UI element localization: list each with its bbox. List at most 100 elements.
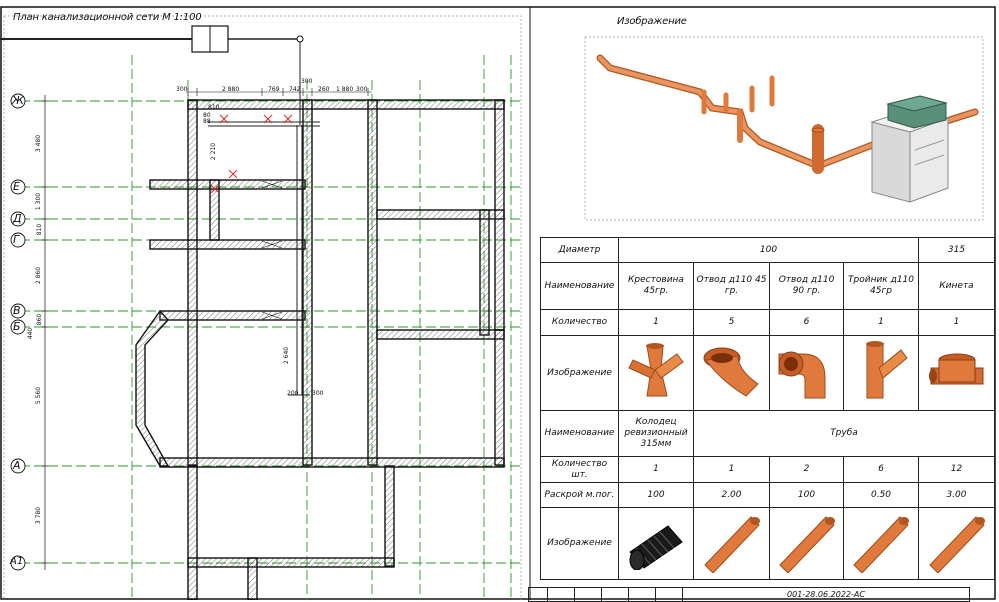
sheet-frame: [0, 6, 996, 600]
corrugated-pipe-icon: [629, 524, 683, 570]
elbow-45-icon: [703, 347, 759, 397]
top-dim: 2 880: [222, 86, 240, 93]
well-name: Колодец ревизионный 315мм: [618, 410, 694, 457]
tee-fitting-cell: [843, 335, 919, 411]
top-dim: 769: [268, 86, 280, 93]
row-dim: 3 780: [35, 506, 43, 525]
fitting-qty: 5: [693, 309, 770, 336]
fitting-name: Отвод д110 45 гр.: [693, 262, 770, 310]
top-dim: 260: [318, 86, 330, 93]
lower-qty: 12: [918, 456, 995, 483]
inner-dim: 2 210: [210, 142, 218, 161]
name-label-2: Наименование: [540, 410, 619, 457]
stamp-cell: [655, 587, 683, 602]
document-code: 001-28.06.2022-АС: [682, 587, 970, 602]
row-dim: 440: [27, 327, 35, 340]
lower-qty: 2: [769, 456, 844, 483]
corrugated-pipe-cell: [618, 507, 694, 580]
pipe-cell: [693, 507, 770, 580]
cross-fitting-cell: [618, 335, 694, 411]
lower-cut: 0.50: [843, 482, 919, 508]
image-label-2: Изображение: [540, 507, 619, 580]
axis-bubbles: [10, 93, 26, 571]
diameter-label: Диаметр: [540, 237, 619, 263]
pipe-name: Труба: [693, 410, 995, 457]
axis-label-a1: А1: [10, 556, 24, 567]
top-dim: 1 880: [336, 86, 354, 93]
top-dim: 300: [301, 78, 313, 85]
lower-qty: 1: [618, 456, 694, 483]
inner-dim: 300: [312, 390, 324, 397]
fitting-name: Крестовина 45гр.: [618, 262, 694, 310]
pipe-icon: [703, 515, 760, 574]
row-dim: 3 480: [35, 134, 43, 153]
fitting-qty: 1: [918, 309, 995, 336]
plan-viewport-frame: [3, 15, 522, 600]
diameter-value-315: 315: [918, 237, 995, 263]
fitting-qty: 1: [843, 309, 919, 336]
stamp-cell: [528, 587, 548, 602]
image-label: Изображение: [540, 335, 619, 411]
row-dim: 1 300: [35, 192, 43, 211]
lower-qty: 1: [693, 456, 770, 483]
inner-dim: 80: [203, 112, 211, 119]
stamp-cell: [574, 587, 602, 602]
row-dim: 810: [36, 223, 44, 236]
row-dim: 5 560: [35, 386, 43, 405]
pipe-3d-render: [596, 54, 979, 174]
kineta-icon: [928, 353, 983, 385]
axis-label-v: В: [13, 304, 21, 317]
lower-cut: 100: [618, 482, 694, 508]
title-block: 001-28.06.2022-АС: [528, 587, 970, 602]
pipe-icon: [853, 515, 909, 574]
pipe-cell: [769, 507, 844, 580]
elbow-90-icon: [778, 351, 825, 399]
tee-fitting-icon: [866, 341, 908, 399]
axis-label-a: А: [13, 459, 21, 472]
axis-label-zh: Ж: [12, 94, 24, 107]
building-walls: [135, 99, 505, 600]
qty-label: Количество: [540, 309, 619, 336]
top-dim: 742: [289, 86, 301, 93]
top-dim: 300: [176, 86, 188, 93]
pipe-icon: [928, 515, 985, 574]
stamp-cell: [601, 587, 629, 602]
axis-label-e: Е: [13, 180, 20, 193]
inner-dim: 2 640: [283, 346, 291, 365]
septic-tank-3d: [870, 95, 950, 203]
lower-cut: 3.00: [918, 482, 995, 508]
inner-dim: 200: [287, 390, 299, 397]
inner-dim: 88: [203, 118, 211, 125]
pipe-cell: [918, 507, 995, 580]
row-dim: 2 860: [35, 266, 43, 285]
lower-qty: 6: [843, 456, 919, 483]
row-dim: 860: [36, 313, 44, 326]
axis-label-d: Д: [13, 212, 22, 225]
axis-label-g: Г: [13, 233, 20, 246]
top-dim: 300: [356, 86, 368, 93]
specification-table: Диаметр 100 315 Наименование Крестовина …: [540, 237, 995, 580]
cross-fitting-icon: [628, 343, 684, 397]
plan-title: План канализационной сети М 1:100: [13, 12, 202, 23]
kineta-cell: [918, 335, 995, 411]
lower-cut: 100: [769, 482, 844, 508]
pipe-icon: [778, 515, 835, 574]
name-label: Наименование: [540, 262, 619, 310]
elbow-90-cell: [769, 335, 844, 411]
fitting-name: Отвод д110 90 гр.: [769, 262, 844, 310]
axis-label-b: Б: [13, 320, 21, 333]
render-frame: [584, 36, 984, 221]
door-marks: [261, 180, 283, 320]
lower-cut: 2.00: [693, 482, 770, 508]
pipe-cell: [843, 507, 919, 580]
stamp-cell: [628, 587, 656, 602]
inner-dim: 810: [208, 104, 220, 111]
cut-label: Раскрой м.пог.: [540, 482, 619, 508]
qty-pcs-label: Количество шт.: [540, 456, 619, 483]
top-dimension-chain: [186, 88, 372, 96]
fitting-name: Кинета: [918, 262, 995, 310]
fitting-marks: [210, 114, 293, 194]
left-dimension-chain: [42, 95, 48, 570]
